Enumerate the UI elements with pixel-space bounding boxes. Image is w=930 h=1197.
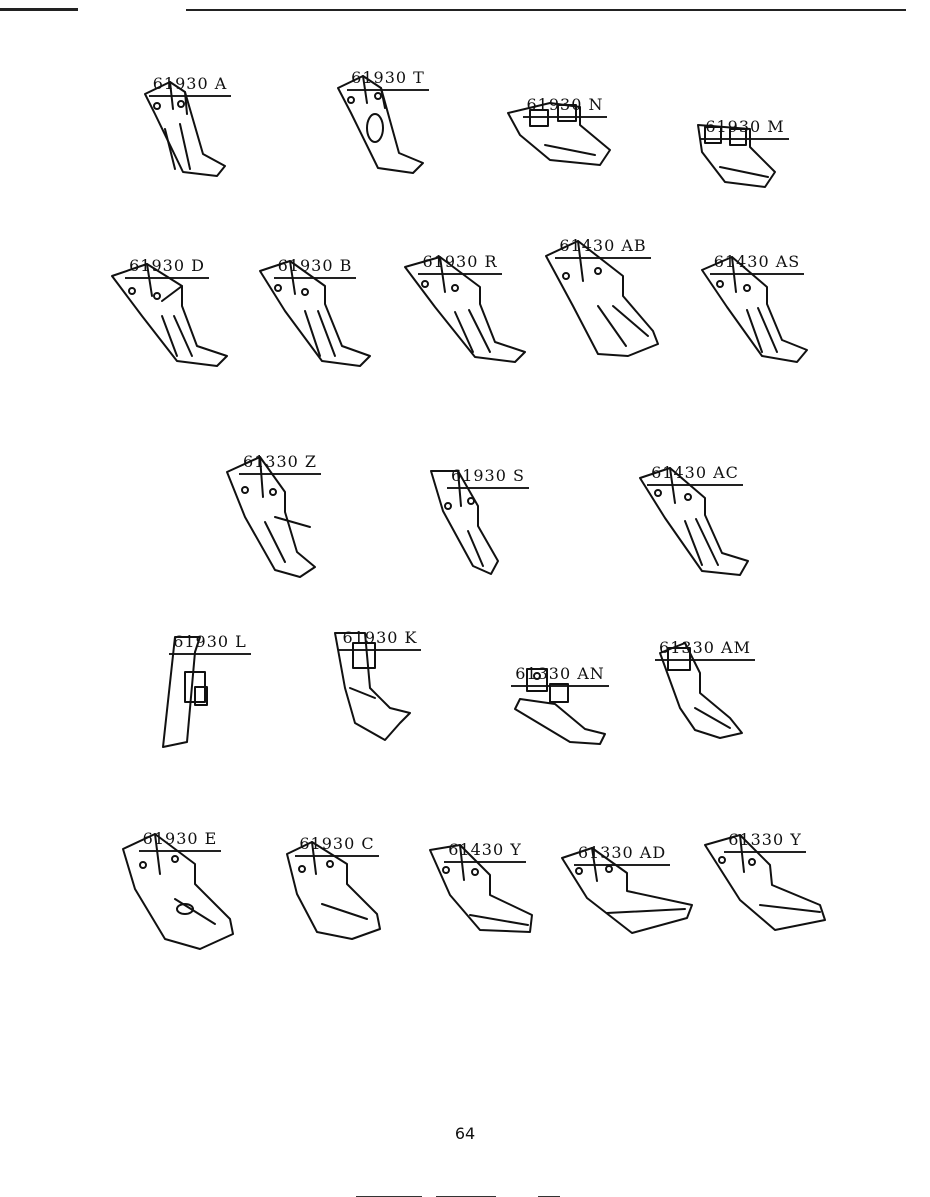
part-label: 61430 AB — [555, 236, 651, 259]
presser-foot-illustration — [122, 833, 234, 950]
presser-foot-61930L: 61930 L — [145, 632, 275, 748]
presser-foot-61330Y: 61330 Y — [700, 830, 830, 931]
presser-foot-61330AD: 61330 AD — [557, 843, 693, 934]
presser-foot-61930D: 61930 D — [102, 256, 232, 367]
presser-foot-illustration — [334, 632, 411, 741]
presser-foot-illustration — [226, 456, 316, 578]
presser-foot-61930S: 61930 S — [423, 466, 553, 575]
part-label: 61330 AM — [655, 638, 755, 661]
presser-foot-61930N: 61930 N — [500, 95, 630, 166]
presser-foot-illustration — [430, 470, 499, 575]
presser-foot-61330Z: 61330 Z — [215, 452, 345, 578]
presser-foot-61930M: 61930 M — [680, 117, 810, 188]
presser-foot-illustration — [561, 847, 693, 934]
part-label: 61330 Y — [724, 830, 806, 853]
presser-foot-illustration — [404, 256, 526, 363]
part-label: 61930 C — [295, 834, 379, 857]
presser-foot-illustration — [162, 636, 208, 748]
presser-foot-illustration — [659, 642, 743, 739]
presser-foot-61430AS: 61430 AS — [692, 252, 822, 363]
page-number: 64 — [454, 1124, 476, 1143]
presser-foot-illustration — [545, 240, 659, 357]
part-label: 61330 AD — [573, 843, 671, 866]
presser-foot-illustration — [514, 668, 606, 745]
presser-foot-illustration — [507, 102, 611, 166]
top-rule-left — [0, 8, 78, 11]
presser-foot-illustration — [701, 256, 808, 363]
part-label: 61930 E — [138, 829, 222, 852]
presser-foot-illustration — [144, 81, 226, 177]
presser-foot-61930T: 61930 T — [323, 68, 453, 174]
part-label: 61430 Y — [444, 840, 526, 863]
presser-foot-61930R: 61930 R — [395, 252, 526, 363]
presser-foot-61930K: 61930 K — [315, 628, 445, 741]
presser-foot-illustration — [111, 263, 228, 367]
part-label: 61430 AS — [709, 252, 805, 275]
presser-foot-61930A: 61930 A — [125, 74, 255, 177]
part-label: 61930 S — [447, 466, 529, 489]
presser-foot-61330AM: 61330 AM — [640, 638, 770, 739]
presser-foot-illustration — [259, 260, 371, 367]
part-label: 61430 AC — [647, 463, 743, 486]
presser-foot-illustration — [337, 75, 424, 174]
presser-foot-61330AN: 61330 AN — [495, 664, 625, 745]
presser-foot-61930B: 61930 B — [250, 256, 380, 367]
presser-foot-61430AC: 61430 AC — [630, 463, 760, 576]
presser-foot-illustration — [639, 467, 749, 576]
top-rule-main — [186, 9, 906, 11]
presser-foot-illustration — [697, 124, 776, 188]
presser-foot-61930E: 61930 E — [115, 829, 245, 950]
presser-foot-illustration — [704, 834, 826, 931]
presser-foot-61930C: 61930 C — [272, 834, 402, 940]
presser-foot-61430AB: 61430 AB — [538, 236, 668, 357]
presser-foot-illustration — [429, 844, 533, 933]
part-label: 61930 T — [347, 68, 429, 91]
presser-foot-61430Y: 61430 Y — [420, 840, 550, 933]
presser-foot-illustration — [286, 841, 381, 940]
